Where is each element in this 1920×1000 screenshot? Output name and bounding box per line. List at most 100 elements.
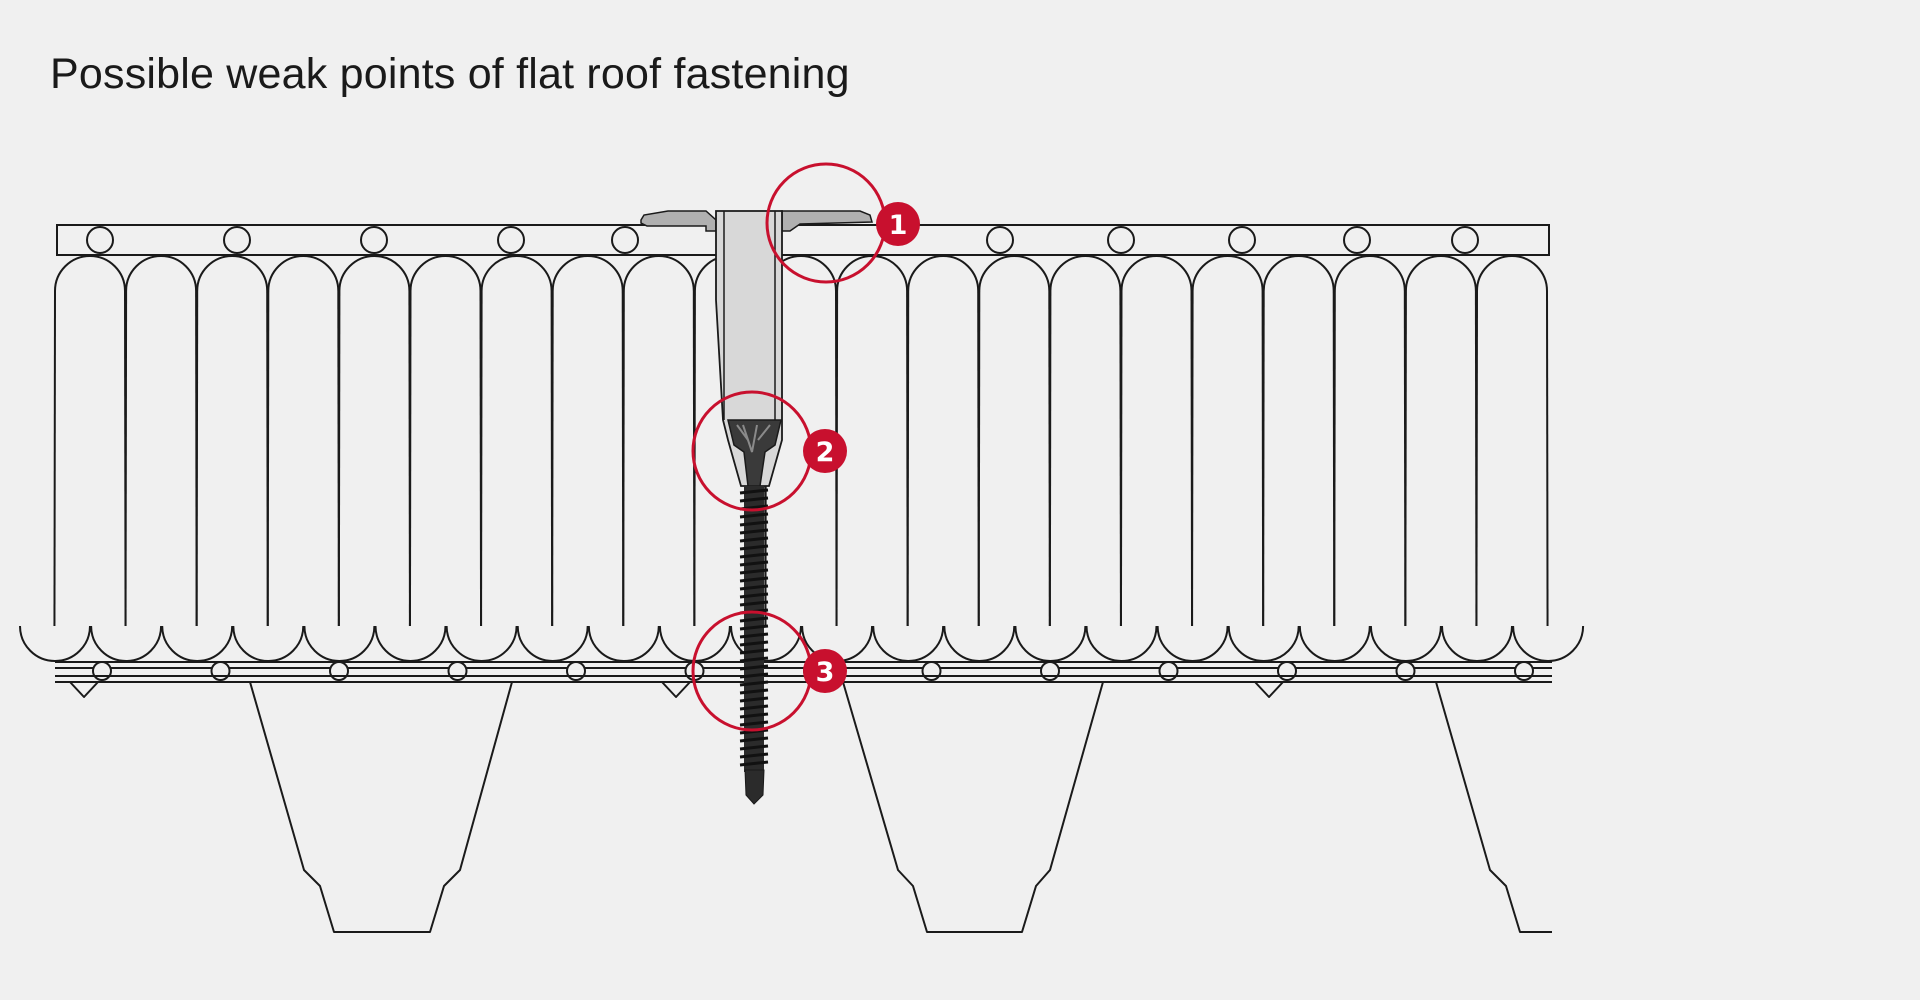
- insulation-top-lobe: [196, 255, 269, 292]
- thread-ridge: [739, 560, 769, 567]
- insulation-fold: [1333, 290, 1336, 627]
- insulation-bottom-loop: [1085, 625, 1158, 662]
- insulation-fold: [1404, 290, 1407, 627]
- insulation-top-lobe: [267, 255, 340, 292]
- barrier-fiber: [1158, 661, 1179, 681]
- insulation-bottom-loop: [374, 625, 447, 662]
- membrane-reinforcement: [86, 226, 1479, 254]
- steel-deck: [55, 681, 1552, 933]
- barrier-fiber: [210, 661, 231, 681]
- insulation-bottom-loop: [1298, 625, 1371, 662]
- insulation-bottom-loop: [730, 625, 802, 662]
- insulation-fold: [1048, 290, 1052, 627]
- insulation-fold: [195, 290, 199, 627]
- insulation-bottom-loop: [1227, 625, 1300, 662]
- insulation-bottom-loop: [1369, 625, 1442, 662]
- weak-point-2: 2: [691, 390, 847, 512]
- thread-ridge: [739, 664, 769, 671]
- membrane-fiber: [360, 226, 388, 254]
- screw-thread: [739, 486, 769, 772]
- insulation-fold: [266, 290, 270, 627]
- thread-ridge: [739, 728, 769, 735]
- insulation-fold: [551, 290, 554, 627]
- thread-ridge: [739, 488, 769, 495]
- thread-ridge: [739, 552, 769, 559]
- thread-ridge: [739, 496, 769, 503]
- insulation-fold: [408, 290, 412, 627]
- insulation-fold: [1191, 290, 1194, 627]
- insulation-top-lobe: [1476, 255, 1548, 292]
- insulation-bottom-loop: [872, 625, 945, 662]
- barrier-fiber: [329, 661, 349, 681]
- insulation-top-lobe: [622, 255, 695, 292]
- insulation-fold: [1546, 290, 1549, 627]
- insulation-fold: [622, 290, 625, 627]
- insulation-fold: [977, 290, 981, 627]
- thread-ridge: [739, 592, 769, 599]
- membrane-fiber: [1451, 226, 1479, 254]
- thread-ridge: [739, 712, 769, 719]
- screw-tip: [744, 769, 765, 805]
- insulation-top-lobe: [409, 255, 482, 292]
- marker-badge-2: 2: [816, 437, 835, 468]
- thread-ridge: [739, 624, 769, 631]
- thread-ridge: [739, 752, 769, 759]
- insulation-fold: [337, 290, 341, 627]
- weak-point-markers: 1 2 3: [691, 162, 920, 732]
- barrier-fiber: [1514, 661, 1534, 681]
- barrier-fiber: [921, 661, 942, 681]
- insulation-bottom-loop: [161, 625, 234, 662]
- marker-badge-1: 1: [889, 210, 908, 241]
- thread-ridge: [739, 680, 769, 687]
- insulation-fold: [124, 290, 128, 627]
- thread-ridge: [739, 648, 769, 655]
- thread-ridge: [739, 760, 769, 767]
- insulation-top-lobe: [125, 255, 198, 292]
- membrane-fiber: [1343, 226, 1371, 254]
- thread-ridge: [739, 568, 769, 575]
- thread-ridge: [739, 640, 769, 647]
- thread-ridge: [739, 536, 769, 543]
- thread-ridge: [739, 704, 769, 711]
- insulation-top-lobe: [1333, 255, 1406, 292]
- barrier-fiber: [566, 661, 586, 681]
- membrane-fiber: [1228, 226, 1256, 254]
- insulation-fold: [53, 290, 56, 627]
- insulation-top-lobe: [1191, 255, 1264, 292]
- insulation-fold: [1262, 290, 1265, 627]
- insulation-layer: [19, 255, 1585, 662]
- thread-ridge: [739, 720, 769, 727]
- insulation-top-lobe: [338, 255, 411, 292]
- insulation-top-lobe: [1120, 255, 1193, 292]
- thread-ridge: [739, 616, 769, 623]
- insulation-bottom-loop: [19, 625, 91, 662]
- insulation-bottom-loop: [1512, 625, 1585, 662]
- barrier-fiber: [1040, 661, 1060, 681]
- insulation-bottom-loop: [445, 625, 518, 662]
- roof-fastener: [640, 210, 873, 805]
- membrane-fiber: [611, 226, 639, 254]
- weak-point-1: 1: [765, 162, 920, 284]
- page-title: Possible weak points of flat roof fasten…: [50, 50, 850, 98]
- thread-ridge: [739, 656, 769, 663]
- insulation-bottom-loop: [90, 625, 163, 662]
- insulation-bottom-loop: [303, 625, 376, 662]
- barrier-fiber: [1395, 661, 1416, 681]
- insulation-bottom-loop: [1014, 625, 1087, 662]
- thread-ridge: [739, 528, 769, 535]
- thread-ridge: [739, 600, 769, 607]
- insulation-top-lobe: [54, 255, 126, 292]
- insulation-bottom-loop: [1441, 625, 1513, 662]
- thread-ridge: [739, 584, 769, 591]
- thread-ridge: [739, 672, 769, 679]
- thread-ridge: [739, 544, 769, 551]
- membrane-fiber: [86, 226, 114, 254]
- insulation-fold: [1119, 290, 1123, 627]
- thread-ridge: [739, 576, 769, 583]
- insulation-top-lobe: [1049, 255, 1122, 292]
- thread-ridge: [739, 688, 769, 695]
- thread-ridge: [739, 744, 769, 751]
- insulation-top-lobe: [978, 255, 1051, 292]
- insulation-fold: [906, 290, 910, 627]
